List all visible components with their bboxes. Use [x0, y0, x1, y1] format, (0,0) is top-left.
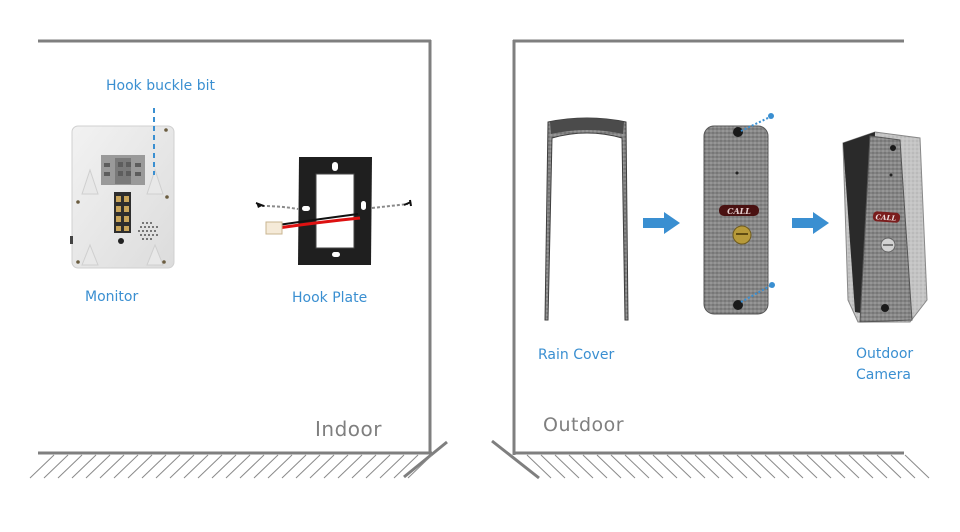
ground-hatch-line [792, 454, 818, 479]
monitor-image [70, 125, 175, 269]
speaker-hole [150, 238, 152, 240]
ground-hatch-line [379, 454, 405, 479]
ground-hatch-line [904, 454, 930, 479]
ground-hatch-line [582, 454, 608, 479]
speaker-hole [152, 234, 154, 236]
outdoor-camera-label: Outdoor Camera [856, 344, 913, 386]
speaker-hole [152, 226, 154, 228]
hook-buckle-bit-label: Hook buckle bit [106, 78, 215, 94]
ground-hatch-line [169, 454, 195, 479]
call-button-text: CALL [727, 206, 751, 216]
rain-cover-image [544, 117, 629, 321]
ground-hatch-line [820, 454, 846, 479]
arrow-right-icon [792, 212, 829, 234]
ground-hatch-line [407, 454, 433, 479]
ground-hatch-line [778, 454, 804, 479]
ground-hatch-line [666, 454, 692, 479]
ground-hatch-line [862, 454, 888, 479]
ground-hatch-line [554, 454, 580, 479]
ground-hatch-line [848, 454, 874, 479]
ground-hatch-line [309, 454, 335, 479]
ground-hatch-line [85, 454, 111, 479]
speaker-hole [142, 230, 144, 232]
speaker-hole [146, 222, 148, 224]
outdoor-section-label: Outdoor [543, 414, 625, 436]
call-button-text: CALL [875, 212, 897, 222]
ground-hatch-line [239, 454, 265, 479]
ground-hatch-line [295, 454, 321, 479]
indoor-section-label: Indoor [315, 417, 382, 441]
ground-hatch-line [281, 454, 307, 479]
speaker-hole [148, 226, 150, 228]
arrow-right-icon [643, 212, 680, 234]
speaker-hole [154, 230, 156, 232]
ground-hatch-line [323, 454, 349, 479]
ground-hatch-line [624, 454, 650, 479]
speaker-hole [146, 230, 148, 232]
speaker-hole [148, 234, 150, 236]
ground-hatch-line [225, 454, 251, 479]
ground-hatch-line [57, 454, 83, 479]
doorbell-panel-image: CALL [703, 113, 775, 315]
ground-hatch-line [722, 454, 748, 479]
ground-hatch-line [71, 454, 97, 479]
ground-hatch-line [708, 454, 734, 479]
rain-cover-label: Rain Cover [538, 347, 615, 363]
ground-hatch-line [568, 454, 594, 479]
ground-hatch-line [267, 454, 293, 479]
monitor-label: Monitor [85, 289, 139, 305]
speaker-hole [150, 222, 152, 224]
indoor-wall [29, 39, 448, 479]
ground-hatch-line [540, 454, 566, 479]
hook-plate-label: Hook Plate [292, 290, 368, 306]
ground-hatch-line [29, 454, 55, 479]
outdoor-camera-label-line2: Camera [856, 367, 911, 383]
ground-hatch-line [764, 454, 790, 479]
speaker-hole [146, 238, 148, 240]
ground-hatch-line [127, 454, 153, 479]
ground-hatch-line [806, 454, 832, 479]
ground-hatch-line [43, 454, 69, 479]
ground-hatch-line [99, 454, 125, 479]
ground-hatch-line [351, 454, 377, 479]
ground-hatch-line [750, 454, 776, 479]
ground-hatch-line [211, 454, 237, 479]
ground-hatch-line [890, 454, 916, 479]
ground-hatch-line [141, 454, 167, 479]
speaker-hole [142, 238, 144, 240]
ground-hatch-line [197, 454, 223, 479]
ground-hatch-line [155, 454, 181, 479]
ground-hatch-line [736, 454, 762, 479]
ground-hatch-line [680, 454, 706, 479]
ground-hatch-line [365, 454, 391, 479]
ground-hatch-line [253, 454, 279, 479]
speaker-hole [156, 234, 158, 236]
speaker-hole [140, 226, 142, 228]
ground-hatch-line [113, 454, 139, 479]
speaker-hole [140, 234, 142, 236]
ground-hatch-line [694, 454, 720, 479]
ground-hatch-line [596, 454, 622, 479]
speaker-hole [138, 230, 140, 232]
speaker-hole [156, 226, 158, 228]
ground-hatch-line [337, 454, 363, 479]
ground-hatch-line [652, 454, 678, 479]
speaker-hole [144, 234, 146, 236]
outdoor-camera-label-line1: Outdoor [856, 346, 914, 362]
ground-hatch-line [834, 454, 860, 479]
ground-hatch-line [610, 454, 636, 479]
outdoor-wall [491, 39, 930, 480]
speaker-hole [150, 230, 152, 232]
ground-hatch-line [638, 454, 664, 479]
ground-hatch-line [876, 454, 902, 479]
hook-plate-image [255, 157, 412, 265]
speaker-hole [144, 226, 146, 228]
ground-hatch-line [183, 454, 209, 479]
ground-hatch-line [393, 454, 419, 479]
outdoor-camera-image: CALL [842, 131, 928, 323]
speaker-hole [142, 222, 144, 224]
ground-hatch-line [526, 454, 552, 479]
